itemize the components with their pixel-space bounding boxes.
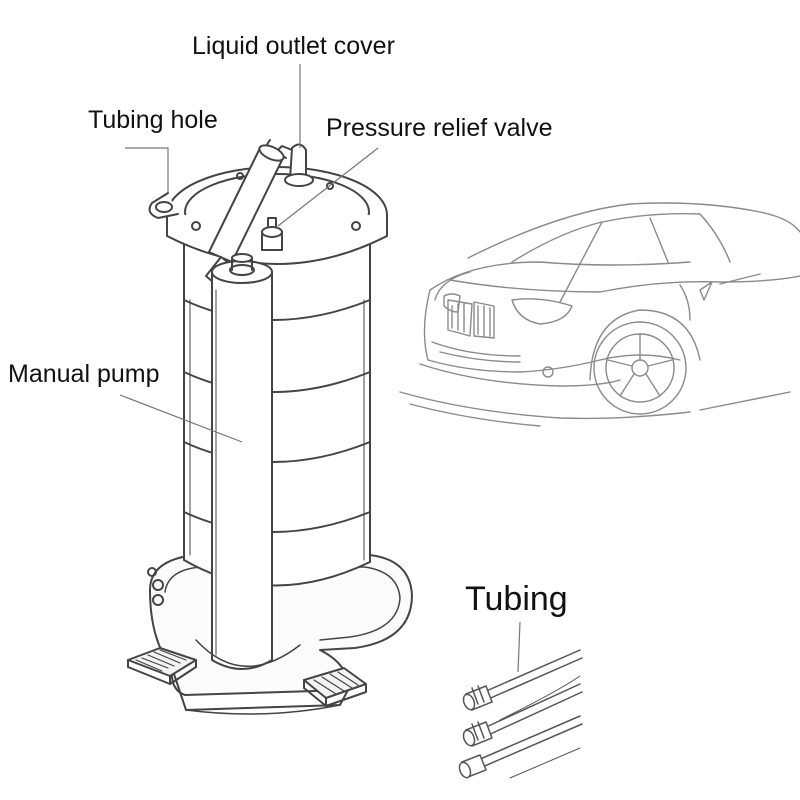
label-manual-pump: Manual pump — [8, 360, 160, 388]
right-foot-pedal — [303, 667, 367, 707]
manual-pump-tube — [211, 253, 273, 670]
leader-lines — [119, 64, 521, 673]
tube-1 — [462, 649, 583, 711]
tubing-illustration — [458, 649, 583, 779]
left-foot-pedal — [127, 647, 197, 685]
label-liquid-outlet-cover: Liquid outlet cover — [192, 32, 395, 60]
leader-tubing-hole — [125, 147, 169, 192]
car-sketch — [399, 202, 800, 427]
leader-pressure-relief-valve — [277, 147, 379, 227]
label-tubing: Tubing — [465, 580, 568, 618]
tube-3 — [458, 715, 583, 779]
leader-manual-pump — [119, 394, 243, 443]
pressure-relief-valve — [261, 217, 283, 251]
leader-tubing — [517, 621, 521, 673]
tubing-hole-flange — [148, 192, 179, 219]
extractor-pump-illustration — [127, 139, 413, 715]
label-tubing-hole: Tubing hole — [88, 106, 218, 134]
label-pressure-relief-valve: Pressure relief valve — [326, 114, 553, 142]
tube-2 — [462, 683, 583, 747]
